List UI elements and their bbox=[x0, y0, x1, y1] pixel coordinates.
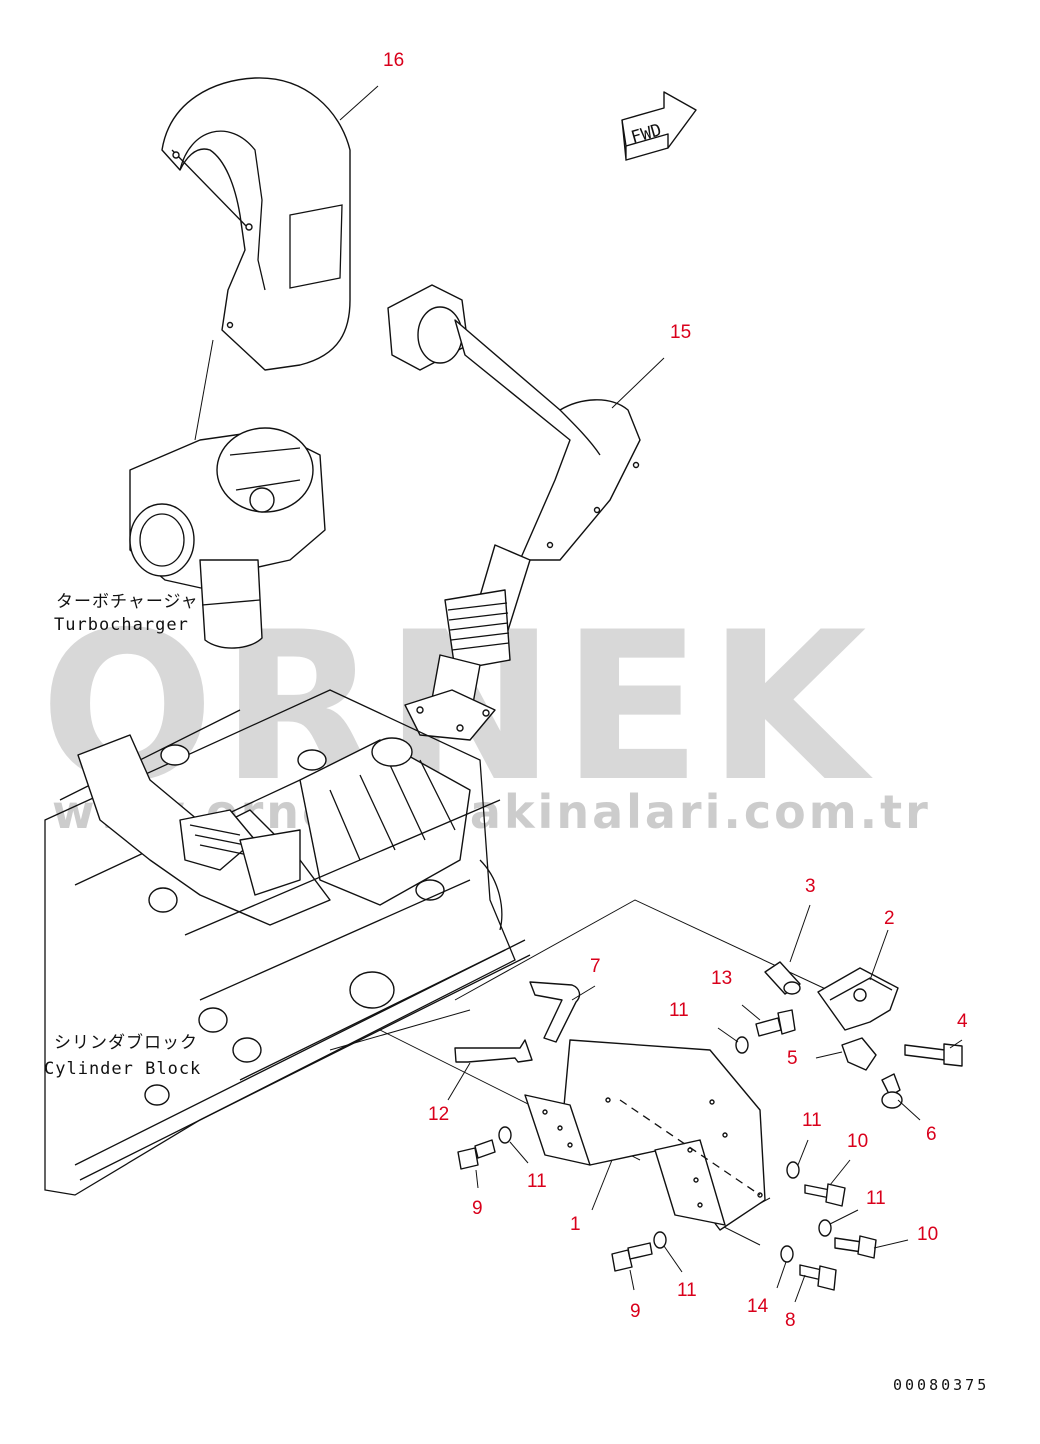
callout-1: 1 bbox=[570, 1214, 581, 1235]
callout-9-b: 9 bbox=[630, 1301, 641, 1322]
cylinder-block-context bbox=[44, 689, 531, 1196]
callout-11-e: 11 bbox=[677, 1280, 697, 1301]
callout-14: 14 bbox=[747, 1296, 769, 1317]
bolt-part-9 bbox=[457, 1139, 653, 1272]
turbocharger-context bbox=[129, 427, 326, 649]
callout-4: 4 bbox=[957, 1011, 968, 1032]
callout-11-b: 11 bbox=[802, 1110, 822, 1131]
callout-16: 16 bbox=[383, 50, 404, 71]
callout-15: 15 bbox=[670, 322, 691, 343]
bolt-part-4 bbox=[904, 1043, 963, 1067]
turbocharger-label-en: Turbocharger bbox=[54, 615, 189, 635]
callout-5: 5 bbox=[787, 1048, 798, 1069]
washer-part-11 bbox=[498, 1036, 832, 1249]
callout-12: 12 bbox=[428, 1104, 449, 1125]
callout-6: 6 bbox=[926, 1124, 937, 1145]
spacer-part-3 bbox=[764, 961, 801, 995]
callout-11-c: 11 bbox=[527, 1171, 547, 1192]
fwd-arrow-icon: FWD bbox=[621, 91, 697, 161]
callout-7: 7 bbox=[590, 956, 601, 977]
callout-9-a: 9 bbox=[472, 1198, 483, 1219]
callout-10-a: 10 bbox=[847, 1131, 868, 1152]
washer-part-14 bbox=[780, 1245, 794, 1263]
cylinder-block-label-en: Cylinder Block bbox=[44, 1059, 201, 1079]
callout-3: 3 bbox=[805, 876, 816, 897]
clip-part-5 bbox=[841, 1037, 877, 1071]
turbo-cover-part bbox=[161, 77, 351, 371]
bolt-part-10 bbox=[804, 1183, 877, 1259]
drawing-code: 00080375 bbox=[893, 1376, 989, 1394]
pipe-part-7 bbox=[529, 981, 581, 1043]
callout-11-d: 11 bbox=[866, 1188, 886, 1209]
turbocharger-label-jp: ターボチャージャ bbox=[56, 592, 199, 612]
bolt-part-13 bbox=[755, 1009, 796, 1037]
bracket-part-2 bbox=[817, 967, 899, 1031]
callout-11-a: 11 bbox=[669, 1000, 689, 1021]
bolt-part-8 bbox=[799, 1264, 837, 1291]
bracket-part-1 bbox=[524, 1039, 766, 1231]
callout-8: 8 bbox=[785, 1310, 796, 1331]
cylinder-block-label-jp: シリンダブロック bbox=[54, 1032, 198, 1053]
callout-2: 2 bbox=[884, 908, 895, 929]
callout-13: 13 bbox=[711, 968, 732, 989]
callout-10-b: 10 bbox=[917, 1224, 938, 1245]
strap-part-12 bbox=[454, 1039, 533, 1063]
bolt-part-6 bbox=[881, 1073, 903, 1109]
exhaust-pipe-part bbox=[387, 284, 641, 741]
